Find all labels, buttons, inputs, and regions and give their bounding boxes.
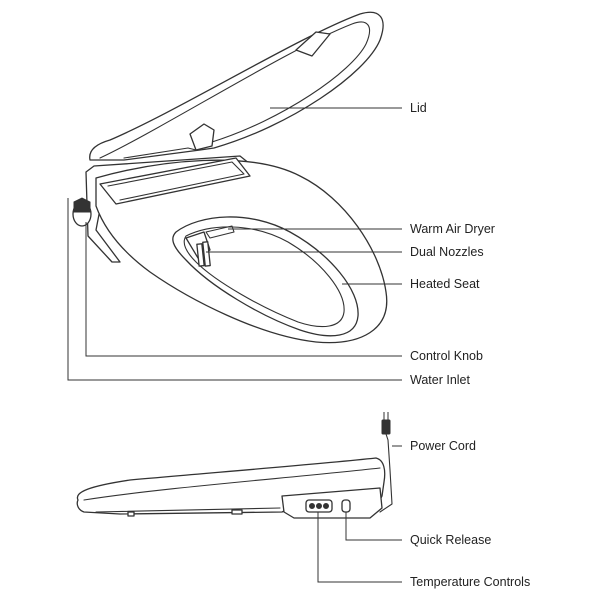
side-foot-2	[231, 509, 243, 515]
lid-bumper	[295, 31, 331, 57]
label-temperature-controls: Temperature Controls	[410, 575, 530, 589]
side-temperature-buttons	[305, 499, 333, 513]
lid-hinge	[189, 123, 215, 151]
label-heated-seat: Heated Seat	[410, 277, 480, 291]
nozzle-2	[202, 241, 211, 267]
label-quick-release: Quick Release	[410, 533, 491, 547]
dryer-vent	[205, 225, 235, 239]
lid-hinge-base	[123, 147, 197, 159]
label-water-inlet: Water Inlet	[410, 373, 471, 387]
side-leader-lines	[317, 445, 402, 583]
seat-ring-outer	[172, 216, 359, 337]
side-foot-1	[127, 511, 135, 517]
label-warm-air-dryer: Warm Air Dryer	[410, 222, 495, 236]
label-dual-nozzles: Dual Nozzles	[410, 245, 484, 259]
control-knob	[72, 197, 92, 227]
seat-top-panel	[99, 157, 251, 205]
lid-inner	[99, 21, 370, 159]
label-control-knob: Control Knob	[410, 349, 483, 363]
seat-top-panel-inner	[107, 161, 245, 201]
nozzle-1	[196, 243, 205, 267]
side-seat-lid-line	[83, 467, 381, 501]
power-cord	[379, 433, 393, 513]
bidet-seat-illustration	[72, 11, 388, 344]
seat-ring-inner	[183, 226, 345, 328]
side-view-illustration	[76, 412, 393, 519]
lid-outer	[89, 11, 384, 161]
top-leader-lines	[67, 107, 402, 381]
power-plug	[381, 412, 391, 435]
side-seat-underside	[95, 507, 281, 513]
side-quick-release	[341, 499, 351, 513]
label-power-cord: Power Cord	[410, 439, 476, 453]
label-lid: Lid	[410, 101, 427, 115]
